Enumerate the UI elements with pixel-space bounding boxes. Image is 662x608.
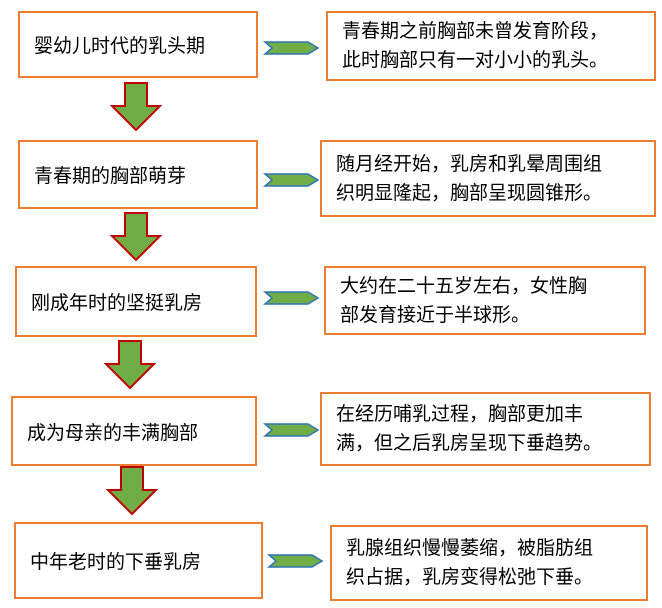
description-text: 随月经开始，乳房和乳晕周围组 织明显隆起，胸部呈现圆锥形。 — [336, 150, 602, 208]
down-arrow-icon — [109, 212, 163, 262]
stage-box-4: 成为母亲的丰满胸部 — [11, 396, 257, 466]
right-arrow-icon — [266, 554, 324, 568]
description-text: 大约在二十五岁左右，女性胸 部发育接近于半球形。 — [340, 272, 587, 330]
stage-box-1: 婴幼儿时代的乳头期 — [18, 11, 258, 78]
description-line: 织占据，乳房变得松弛下垂。 — [346, 566, 594, 588]
description-line: 织明显隆起，胸部呈现圆锥形。 — [336, 181, 603, 204]
description-line: 在经历哺乳过程，胸部更加丰 — [336, 403, 584, 425]
description-box-2: 随月经开始，乳房和乳晕周围组 织明显隆起，胸部呈现圆锥形。 — [320, 140, 656, 217]
down-arrow-icon — [105, 466, 159, 516]
description-line: 乳腺组织慢慢萎缩，被脂肪组 — [346, 537, 594, 559]
description-line: 大约在二十五岁左右，女性胸 — [340, 274, 588, 297]
stage-label: 成为母亲的丰满胸部 — [27, 421, 199, 444]
description-text: 乳腺组织慢慢萎缩，被脂肪组 织占据，乳房变得松弛下垂。 — [346, 534, 593, 592]
description-line: 此时胸部只有一对小小的乳头。 — [342, 49, 609, 71]
right-arrow-icon — [262, 41, 320, 55]
description-line: 青春期之前胸部未曾发育阶段， — [342, 20, 609, 42]
right-arrow-icon — [262, 423, 320, 437]
stage-box-5: 中年老时的下垂乳房 — [14, 522, 263, 599]
down-arrow-icon — [109, 82, 163, 132]
stage-label: 中年老时的下垂乳房 — [30, 551, 202, 573]
stage-box-3: 刚成年时的坚挺乳房 — [15, 266, 257, 337]
right-arrow-icon — [262, 291, 320, 305]
stage-box-2: 青春期的胸部萌芽 — [18, 140, 258, 209]
stage-label: 青春期的胸部萌芽 — [34, 165, 187, 187]
description-box-3: 大约在二十五岁左右，女性胸 部发育接近于半球形。 — [324, 266, 646, 335]
description-box-4: 在经历哺乳过程，胸部更加丰 满，但之后乳房呈现下垂趋势。 — [320, 392, 651, 466]
description-line: 部发育接近于半球形。 — [340, 303, 531, 326]
description-box-1: 青春期之前胸部未曾发育阶段， 此时胸部只有一对小小的乳头。 — [326, 11, 656, 81]
stage-label: 刚成年时的坚挺乳房 — [31, 292, 203, 314]
description-text: 在经历哺乳过程，胸部更加丰 满，但之后乳房呈现下垂趋势。 — [336, 400, 602, 458]
description-line: 满，但之后乳房呈现下垂趋势。 — [336, 432, 603, 454]
description-box-5: 乳腺组织慢慢萎缩，被脂肪组 织占据，乳房变得松弛下垂。 — [330, 525, 648, 601]
description-text: 青春期之前胸部未曾发育阶段， 此时胸部只有一对小小的乳头。 — [342, 17, 608, 75]
stage-label: 婴幼儿时代的乳头期 — [34, 35, 206, 57]
description-line: 随月经开始，乳房和乳晕周围组 — [336, 152, 603, 175]
right-arrow-icon — [262, 173, 320, 187]
down-arrow-icon — [103, 340, 157, 390]
